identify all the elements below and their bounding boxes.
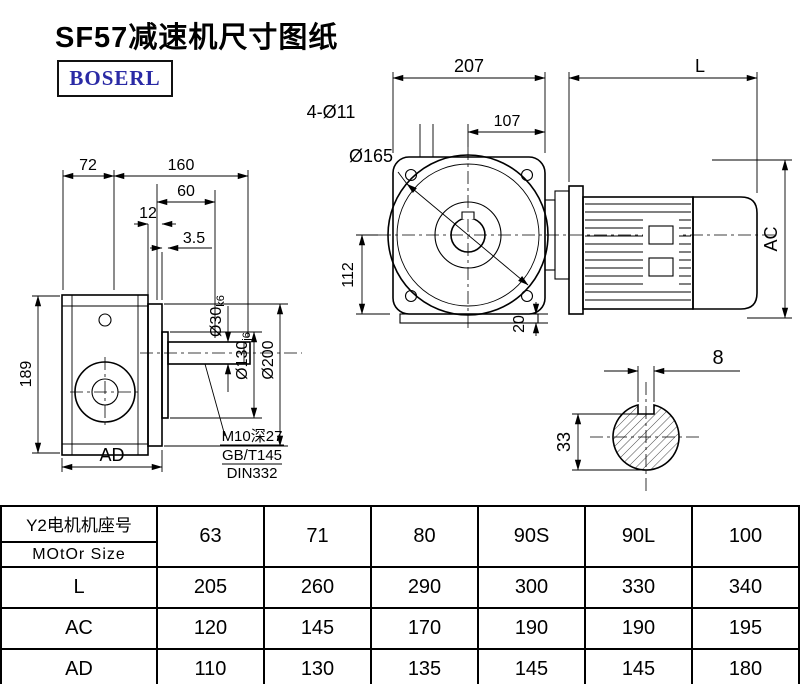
flange-dia-label: Ø165 bbox=[349, 146, 393, 166]
bolt-hole-top-left bbox=[404, 168, 418, 182]
shaft-section: 8 33 bbox=[554, 347, 740, 492]
size-100: 100 bbox=[691, 505, 800, 568]
header-en: MOtOr Size bbox=[32, 546, 126, 563]
cell-AC-2: 170 bbox=[370, 607, 479, 650]
size-80: 80 bbox=[370, 505, 479, 568]
flange-od-label: Ø200 bbox=[260, 340, 277, 379]
cell-AD-2: 135 bbox=[370, 648, 479, 684]
motor-view bbox=[544, 185, 758, 315]
dim-3-5-label: 3.5 bbox=[183, 230, 205, 247]
cell-AC-4: 190 bbox=[584, 607, 693, 650]
tap-note-line1: M10深27 bbox=[222, 428, 283, 445]
flange-spigot-circle bbox=[396, 163, 540, 307]
dim-207-label: 207 bbox=[454, 56, 484, 76]
cell-L-5: 340 bbox=[691, 566, 800, 609]
dim-60-label: 60 bbox=[177, 183, 195, 200]
cell-AC-5: 195 bbox=[691, 607, 800, 650]
motor-size-header-cell: Y2电机机座号 MOtOr Size bbox=[0, 505, 158, 568]
header-cn: Y2电机机座号 bbox=[2, 507, 156, 543]
fan-cover bbox=[692, 196, 758, 310]
table-row-AD: AD 110 130 135 145 145 180 bbox=[0, 648, 800, 684]
size-90S: 90S bbox=[477, 505, 586, 568]
keyway-mask bbox=[461, 209, 475, 219]
cell-AD-1: 130 bbox=[263, 648, 372, 684]
fin-gap-mask bbox=[643, 218, 679, 290]
row-label-AC: AC bbox=[0, 607, 158, 650]
table-row-AC: AC 120 145 170 190 190 195 bbox=[0, 607, 800, 650]
bolt-hole-top-right bbox=[520, 168, 534, 182]
tap-note-line3: DIN332 bbox=[227, 465, 278, 482]
brand-logo-text: BOSERL bbox=[69, 66, 161, 90]
flange-circle bbox=[387, 154, 549, 316]
housing-foot bbox=[399, 313, 539, 324]
bolt-hole-bottom-left bbox=[404, 289, 418, 303]
size-63: 63 bbox=[156, 505, 265, 568]
cell-L-4: 330 bbox=[584, 566, 693, 609]
dim-72-label: 72 bbox=[79, 157, 97, 174]
table-header-row: Y2电机机座号 MOtOr Size 63 71 80 90S 90L 100 bbox=[0, 505, 800, 568]
motor-flange bbox=[568, 185, 584, 315]
cell-L-1: 260 bbox=[263, 566, 372, 609]
side-dimensions: 72 160 60 12 3.5 189 AD bbox=[18, 157, 288, 482]
cell-L-3: 300 bbox=[477, 566, 586, 609]
bolt-hole-bottom-right bbox=[520, 289, 534, 303]
row-label-L: L bbox=[0, 566, 158, 609]
dim-AD-label: AD bbox=[99, 445, 124, 465]
size-90L: 90L bbox=[584, 505, 693, 568]
spec-table: Y2电机机座号 MOtOr Size 63 71 80 90S 90L 100 … bbox=[0, 505, 800, 684]
cell-AC-1: 145 bbox=[263, 607, 372, 650]
cell-L-2: 290 bbox=[370, 566, 479, 609]
spigot-dia-label: Ø130j6 bbox=[234, 332, 253, 380]
dim-189-label: 189 bbox=[18, 361, 35, 388]
dim-AC-label: AC bbox=[761, 226, 781, 251]
technical-drawing: 207 L 107 4-Ø11 Ø165 112 20 bbox=[18, 56, 792, 492]
oil-plug bbox=[98, 313, 112, 327]
row-label-AD: AD bbox=[0, 648, 158, 684]
cell-AD-0: 110 bbox=[156, 648, 265, 684]
dim-107-label: 107 bbox=[494, 113, 521, 130]
size-71: 71 bbox=[263, 505, 372, 568]
dim-L-label: L bbox=[695, 56, 705, 76]
shaft-dia-label: Ø30k6 bbox=[208, 295, 227, 337]
cell-AC-3: 190 bbox=[477, 607, 586, 650]
key-width-label: 8 bbox=[712, 347, 723, 369]
dim-12-label: 12 bbox=[139, 205, 157, 222]
dim-112-label: 112 bbox=[340, 262, 357, 288]
cell-L-0: 205 bbox=[156, 566, 265, 609]
front-dimensions: 207 L 107 4-Ø11 Ø165 112 20 bbox=[307, 56, 792, 336]
motor-detail-box-2 bbox=[648, 257, 674, 277]
table-row-L: L 205 260 290 300 330 340 bbox=[0, 566, 800, 609]
motor-detail-box-1 bbox=[648, 225, 674, 245]
cell-AD-4: 145 bbox=[584, 648, 693, 684]
mounting-flange bbox=[147, 303, 163, 447]
centering-spigot bbox=[161, 331, 169, 419]
tap-note-line2: GB/T145 bbox=[222, 447, 282, 464]
cell-AD-5: 180 bbox=[691, 648, 800, 684]
front-view bbox=[378, 147, 775, 332]
dim-20-label: 20 bbox=[511, 315, 528, 333]
side-view bbox=[61, 294, 302, 456]
cell-AD-3: 145 bbox=[477, 648, 586, 684]
page-title: SF57减速机尺寸图纸 bbox=[55, 22, 339, 54]
motor-fins bbox=[585, 203, 691, 301]
key-depth-label: 33 bbox=[554, 432, 574, 452]
bolt-holes-label: 4-Ø11 bbox=[307, 102, 356, 122]
cell-AC-0: 120 bbox=[156, 607, 265, 650]
shaft-section-outline bbox=[612, 403, 680, 471]
dim-160-label: 160 bbox=[168, 157, 195, 174]
brand-logo: BOSERL bbox=[57, 60, 173, 97]
